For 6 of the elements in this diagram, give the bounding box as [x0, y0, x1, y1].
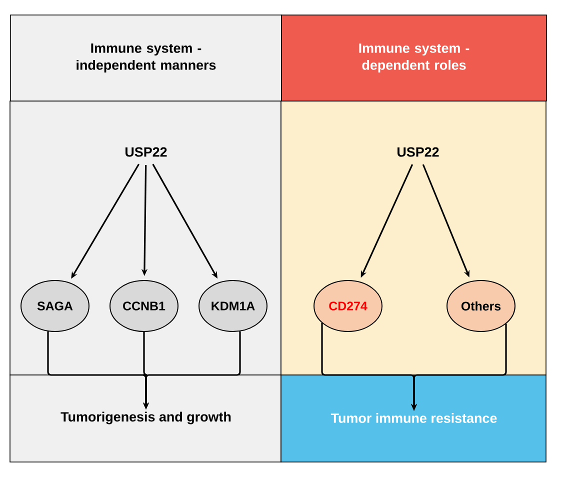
outcome-label: Tumor immune resistance	[330, 413, 497, 423]
outcome-label: Tumorigenesis and growth	[60, 412, 231, 424]
header-cell: Immune system -dependent roles	[281, 14, 547, 102]
header-cell: Immune system -independent manners	[10, 14, 282, 102]
gene-label: USP22	[126, 147, 167, 157]
gene-label: USP22	[398, 147, 439, 157]
